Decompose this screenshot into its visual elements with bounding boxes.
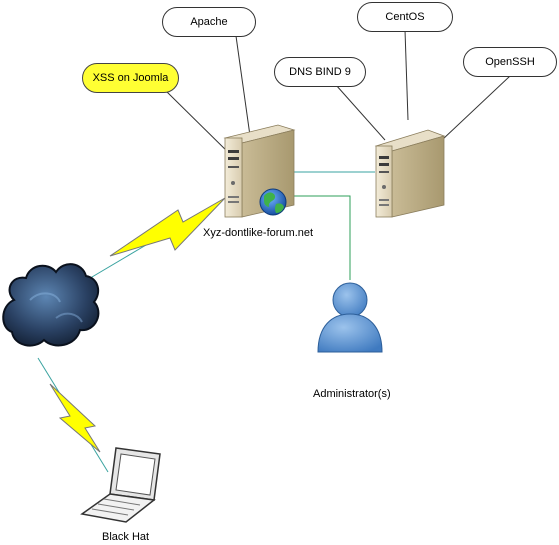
server-icon xyxy=(374,129,446,218)
admin-label: Administrator(s) xyxy=(313,388,391,400)
admin-link xyxy=(287,195,351,280)
cloud-icon xyxy=(2,263,100,347)
apache-label: Apache xyxy=(162,7,256,37)
centos-label: CentOS xyxy=(357,2,453,32)
dns-label: DNS BIND 9 xyxy=(274,57,366,87)
dns-connector xyxy=(335,84,386,141)
apache-connector xyxy=(235,35,253,151)
user-icon xyxy=(317,282,383,353)
lightning-icon xyxy=(109,197,226,257)
laptop-icon xyxy=(80,447,161,523)
attacker-label: Black Hat xyxy=(102,531,150,543)
centos-connector xyxy=(404,29,409,121)
openssh-connector xyxy=(441,75,511,141)
globe-icon xyxy=(259,188,287,216)
openssh-label: OpenSSH xyxy=(463,47,557,77)
web-server-label: Xyz-dontlike-forum.net xyxy=(203,227,314,239)
connector-lines xyxy=(37,29,511,473)
lightning-icon xyxy=(49,383,101,453)
xss-connector xyxy=(164,89,237,161)
xss-label: XSS on Joomla xyxy=(82,63,179,93)
